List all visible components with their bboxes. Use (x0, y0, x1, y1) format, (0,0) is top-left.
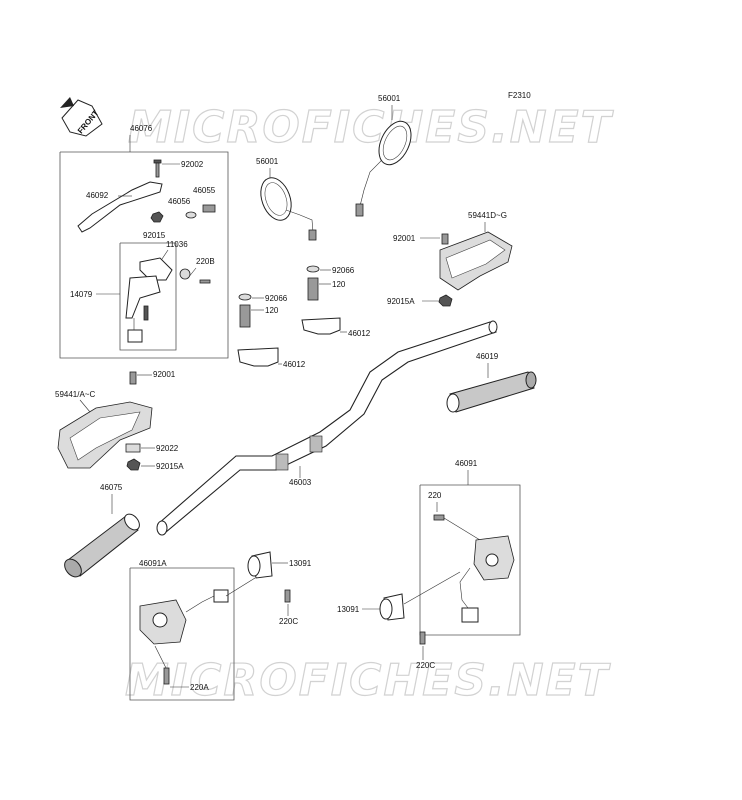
label-11036: 11036 (166, 240, 188, 249)
label-14079: 14079 (70, 290, 93, 299)
label-46003: 46003 (289, 478, 312, 487)
label-92001-right: 92001 (393, 234, 416, 243)
clamp-13091-left (247, 551, 273, 579)
nut-92015A-right (438, 294, 453, 307)
label-120-upper: 120 (332, 280, 346, 289)
label-92015: 92015 (143, 231, 166, 240)
switch-connector (127, 329, 143, 343)
figure-code: F2310 (508, 91, 531, 100)
mirror-left (260, 177, 317, 241)
label-56001-left: 56001 (256, 157, 279, 166)
inner-switch-box (119, 242, 177, 351)
label-56001-right: 56001 (378, 94, 401, 103)
label-46075: 46075 (100, 483, 123, 492)
screw-220A (163, 667, 170, 685)
label-46076: 46076 (130, 124, 153, 133)
clamp-11036 (179, 268, 191, 280)
label-92001-left: 92001 (153, 370, 176, 379)
mirror-right (355, 120, 412, 217)
bolt-120-upper (307, 277, 319, 301)
handlebar-46003 (156, 320, 498, 536)
label-46092: 46092 (86, 191, 109, 200)
label-92015A-right: 92015A (387, 297, 415, 306)
watermark-bottom: MICROFICHES.NET (125, 655, 611, 706)
label-220: 220 (428, 491, 442, 500)
switch-screw (143, 305, 149, 321)
washer-46056 (185, 211, 197, 219)
bolt-46055 (202, 204, 216, 213)
clamp-46012-lower (237, 347, 279, 367)
label-220C-left: 220C (279, 617, 298, 626)
bolt-92001-right (441, 233, 449, 245)
label-13091-right: 13091 (337, 605, 360, 614)
label-92066-lower: 92066 (265, 294, 288, 303)
right-switch-box (419, 484, 521, 636)
label-46055: 46055 (193, 186, 216, 195)
clamp-13091-right (379, 593, 405, 621)
label-92002: 92002 (181, 160, 204, 169)
screw-220C-right (419, 631, 426, 645)
grip-46075 (64, 513, 140, 578)
clutch-lever (77, 181, 163, 233)
screw-220 (433, 514, 445, 521)
screw-220C-left (284, 589, 291, 603)
lever-switch (125, 275, 161, 319)
label-59441DG: 59441D~G (468, 211, 507, 220)
grip-46019 (446, 371, 537, 413)
label-92022: 92022 (156, 444, 179, 453)
label-59441AC: 59441/A~C (55, 390, 95, 399)
label-46091: 46091 (455, 459, 478, 468)
bolt-92001-left (129, 371, 137, 385)
label-220B: 220B (196, 257, 215, 266)
nut-92015A-left (126, 458, 141, 471)
bolt-92002 (153, 159, 162, 178)
label-220C-right: 220C (416, 661, 435, 670)
plate-92022 (125, 443, 141, 453)
label-120-lower: 120 (265, 306, 279, 315)
lever-bracket (139, 257, 173, 281)
label-46091A: 46091A (139, 559, 167, 568)
clamp-46012-upper (301, 317, 341, 335)
watermark-top: MICROFICHES.NET (128, 102, 614, 153)
left-switch-box (129, 567, 235, 701)
label-46056: 46056 (168, 197, 191, 206)
washer-92066-lower (238, 293, 252, 301)
front-arrow-icon: FRONT (60, 97, 103, 137)
label-13091-left: 13091 (289, 559, 312, 568)
bolt-120-lower (239, 304, 251, 328)
label-46019: 46019 (476, 352, 499, 361)
label-220A: 220A (190, 683, 209, 692)
label-92066-upper: 92066 (332, 266, 355, 275)
screw-220B (199, 279, 211, 284)
connector-46091 (461, 607, 479, 623)
label-92015A-left: 92015A (156, 462, 184, 471)
left-lever-box (59, 151, 229, 359)
connector-46091A (213, 589, 229, 603)
label-46012-upper: 46012 (348, 329, 371, 338)
nut-92015 (150, 211, 164, 223)
washer-92066-upper (306, 265, 320, 273)
label-46012-lower: 46012 (283, 360, 306, 369)
